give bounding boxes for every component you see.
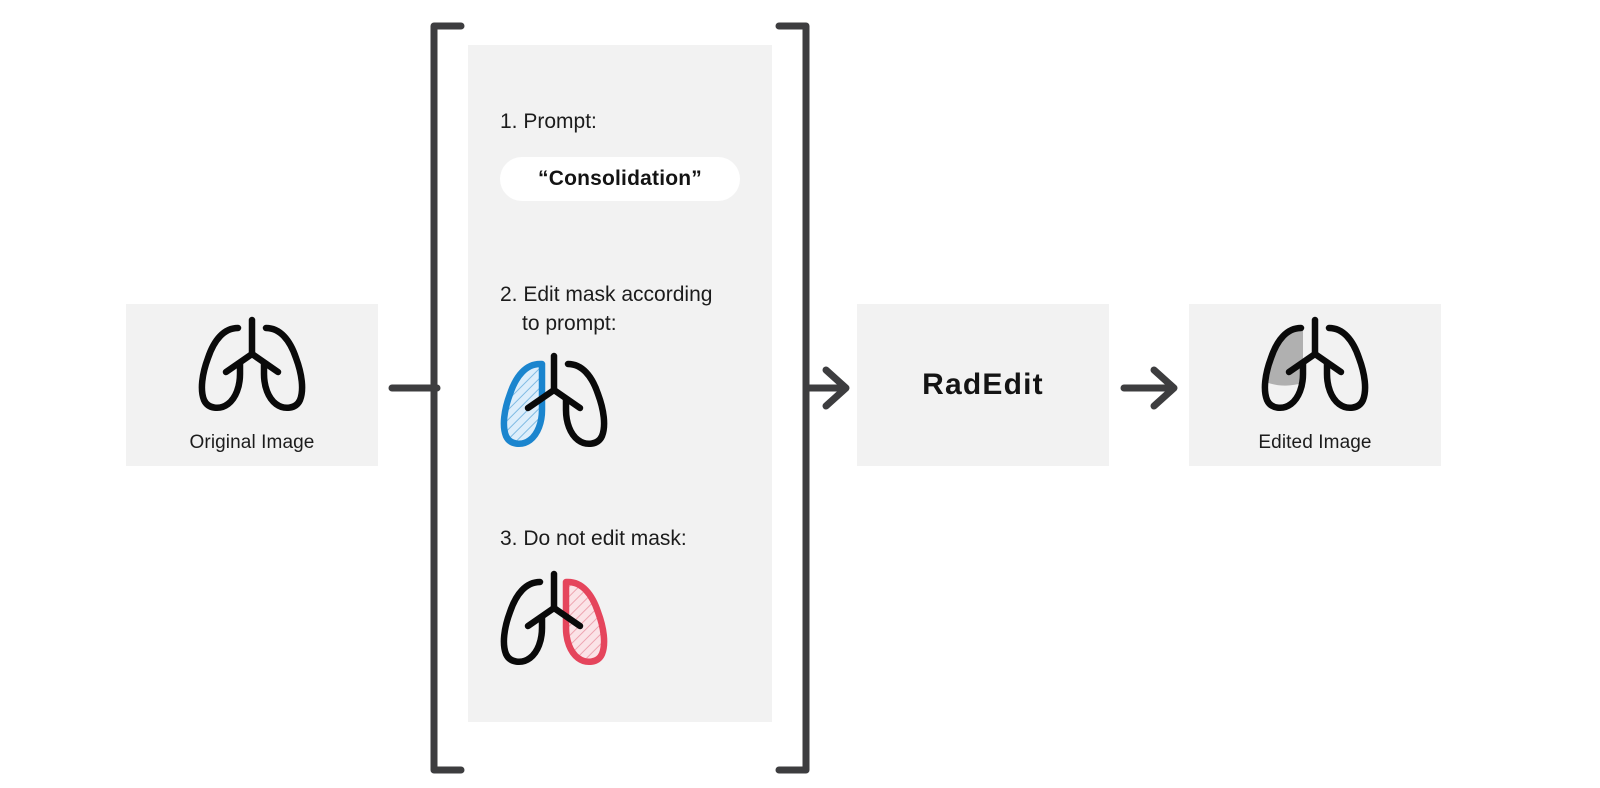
keep-mask-region bbox=[562, 578, 608, 665]
prompt-value-text: “Consolidation” bbox=[538, 167, 702, 190]
step-3-label: 3. Do not edit mask: bbox=[500, 527, 687, 550]
right-square-bracket bbox=[775, 22, 810, 774]
edited-image-caption: Edited Image bbox=[1258, 432, 1372, 453]
radedit-label: RadEdit bbox=[922, 368, 1044, 401]
step-1-label: 1. Prompt: bbox=[500, 110, 597, 133]
prompt-value-pill[interactable]: “Consolidation” bbox=[500, 157, 740, 201]
original-image-caption: Original Image bbox=[189, 432, 315, 453]
left-square-bracket bbox=[430, 22, 465, 774]
step-2-line-1: 2. Edit mask according bbox=[500, 283, 713, 306]
lungs-with-consolidation-icon bbox=[1249, 314, 1381, 423]
edit-mask-region bbox=[500, 360, 546, 447]
radedit-model-panel: RadEdit bbox=[857, 304, 1109, 466]
step-2-line-2: to prompt: bbox=[522, 312, 617, 335]
lungs-left-mask-highlight-icon bbox=[500, 350, 686, 459]
radedit-to-edited-arrow bbox=[1120, 366, 1178, 410]
lungs-right-mask-highlight-icon bbox=[500, 568, 686, 677]
bracket-to-radedit-arrow bbox=[802, 366, 850, 410]
edited-image-panel: Edited Image bbox=[1189, 304, 1441, 466]
step-2-label: 2. Edit mask according to prompt: bbox=[500, 280, 750, 338]
lungs-outline-icon bbox=[186, 314, 318, 423]
original-image-panel: Original Image bbox=[126, 304, 378, 466]
